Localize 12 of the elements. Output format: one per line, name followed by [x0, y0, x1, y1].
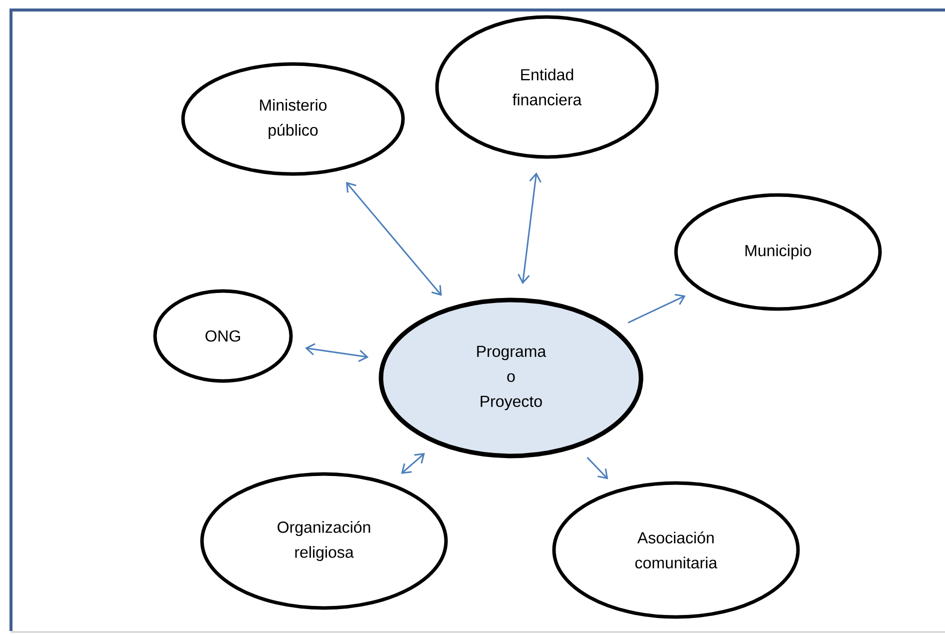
ellipse-node: Organización religiosa — [200, 472, 448, 610]
arrow — [518, 172, 542, 284]
ellipse-node: Asociación comunitaria — [552, 481, 800, 619]
ellipse-node: ONG — [153, 289, 293, 383]
arrow — [586, 456, 608, 480]
ellipse-node: Ministerio público — [181, 62, 405, 176]
ellipse-node: Municipio — [674, 193, 882, 311]
ellipse-node: Entidad financiera — [435, 15, 659, 159]
arrow — [346, 182, 442, 296]
arrow — [628, 294, 686, 324]
arrow — [401, 453, 425, 474]
arrow — [305, 343, 369, 362]
